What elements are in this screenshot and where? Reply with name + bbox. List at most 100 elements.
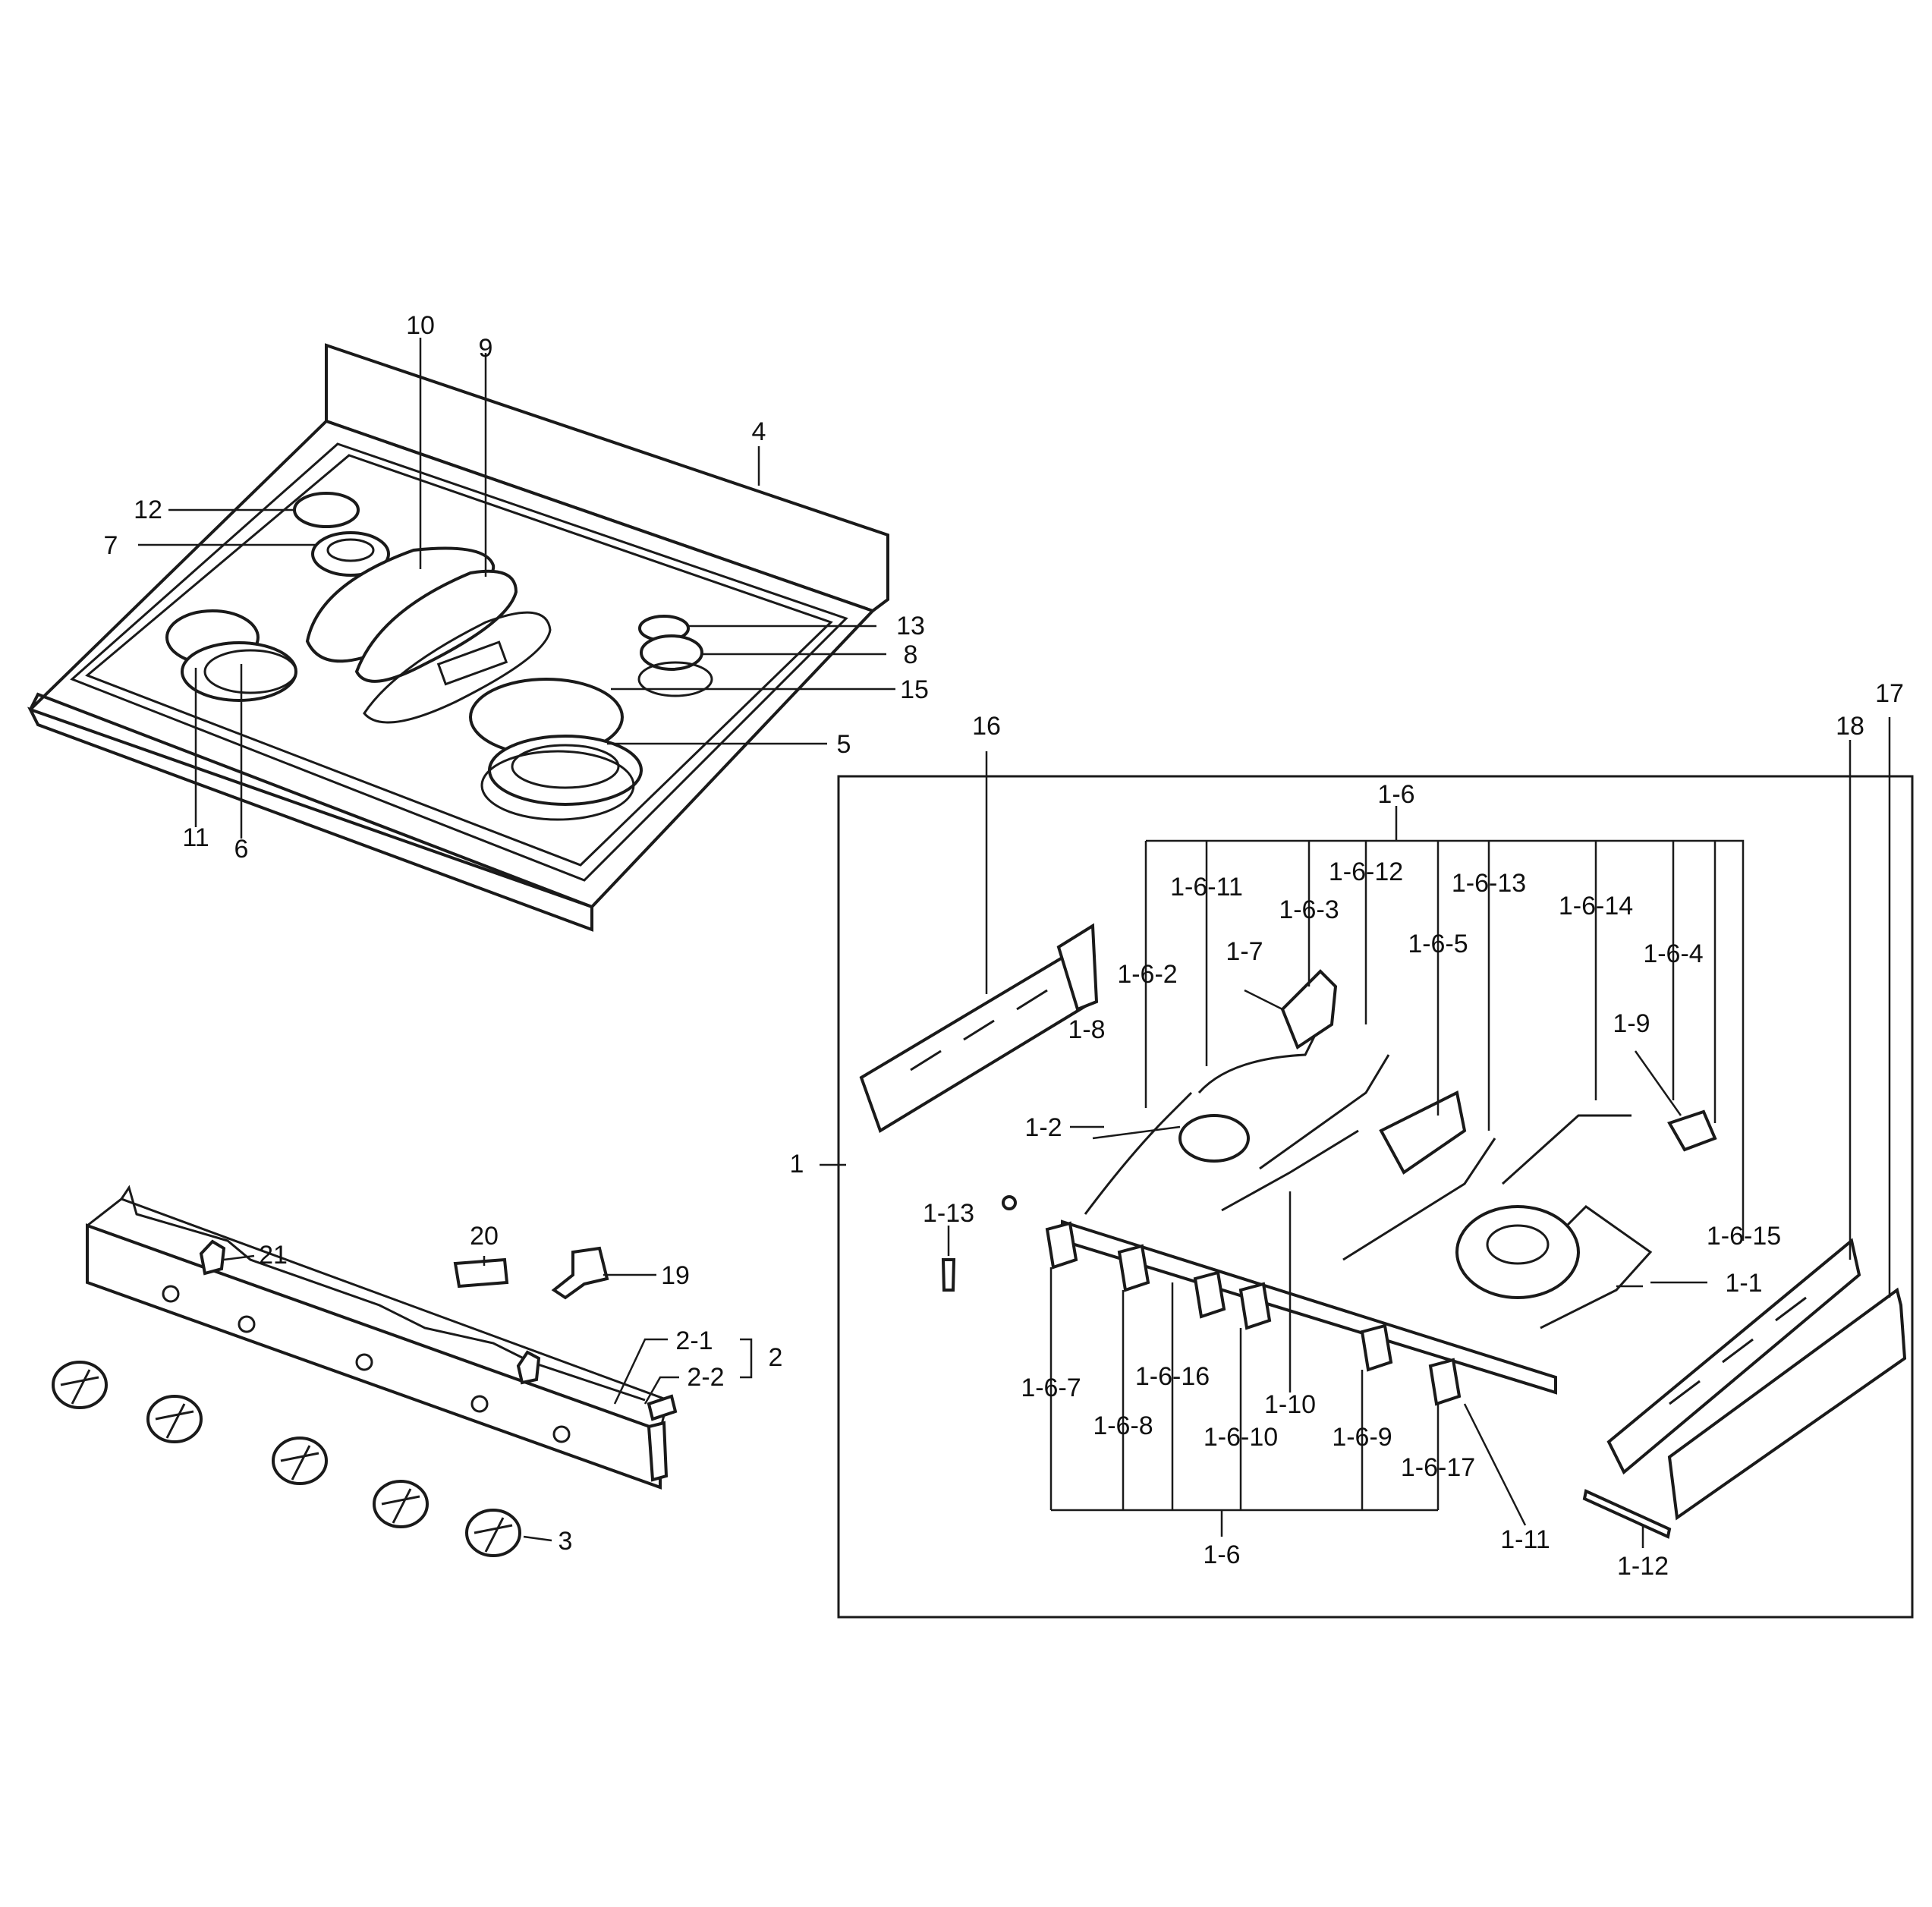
callout-1-6-4: 1-6-4	[1643, 939, 1703, 968]
panel-clip-21	[199, 1239, 226, 1276]
panel-end-cap	[647, 1421, 669, 1482]
center-oval-pad	[363, 611, 552, 724]
burner-bowl-5	[480, 750, 635, 821]
callout-12: 12	[134, 496, 162, 524]
panel-hole-5	[552, 1425, 571, 1443]
valve-1-6-8	[1117, 1244, 1150, 1292]
callout-2-2: 2-2	[687, 1363, 724, 1392]
callout-1-8: 1-8	[1068, 1015, 1105, 1044]
valve-1-6-9	[1360, 1323, 1393, 1372]
valve-1-6-17	[1428, 1358, 1462, 1406]
callout-6: 6	[234, 835, 249, 864]
callout-1-6-14: 1-6-14	[1559, 892, 1633, 920]
valve-1-6-16	[1193, 1270, 1226, 1319]
callout-2-1: 2-1	[675, 1326, 713, 1355]
valve-1-9	[1667, 1109, 1717, 1152]
panel-end-bracket-2-2	[647, 1394, 678, 1421]
callout-1-6-11: 1-6-11	[1170, 873, 1243, 902]
rear-bracket-16	[859, 946, 1095, 1133]
panel-hole-3	[355, 1353, 373, 1371]
callout-1-6-16: 1-6-16	[1135, 1362, 1210, 1391]
panel-hole-2	[238, 1315, 256, 1333]
callout-7: 7	[104, 531, 118, 560]
callout-1-7: 1-7	[1226, 937, 1263, 966]
cooktop-inner-rim	[70, 442, 848, 882]
valve-1-7	[1280, 969, 1338, 1050]
callout-9: 9	[479, 334, 493, 363]
burner-1-1	[1455, 1205, 1580, 1299]
pin-1-12	[1582, 1489, 1672, 1539]
callout-18: 18	[1836, 712, 1864, 741]
callout-1-9: 1-9	[1613, 1009, 1650, 1038]
callout-1-6-8: 1-6-8	[1093, 1411, 1153, 1440]
burner-head-8	[640, 634, 703, 671]
burner-tube-1-10	[1221, 1129, 1359, 1212]
callout-1-11: 1-11	[1500, 1525, 1550, 1554]
burner-base-1-8	[1178, 1114, 1250, 1163]
control-knob-4[interactable]	[373, 1480, 429, 1528]
callout-13: 13	[896, 612, 925, 640]
panel-clip	[516, 1350, 541, 1385]
callout-1-6-7: 1-6-7	[1021, 1374, 1081, 1402]
cooktop-assembly	[27, 343, 889, 932]
control-knob-1[interactable]	[52, 1361, 108, 1409]
callout-1-10: 1-10	[1264, 1390, 1316, 1419]
callout-1-12: 1-12	[1617, 1552, 1669, 1581]
gas-manifold-assembly	[859, 923, 1907, 1539]
spring-clip-20	[453, 1257, 509, 1289]
panel-hole-1	[162, 1285, 180, 1303]
burner-bowl-8	[637, 661, 713, 697]
side-rail-17	[1667, 1287, 1907, 1521]
callout-15: 15	[900, 675, 929, 704]
callout-19: 19	[661, 1261, 690, 1290]
control-panel-assembly	[52, 1185, 678, 1557]
burner-cap-12	[293, 492, 360, 528]
switch-bracket-19	[551, 1246, 609, 1300]
callout-20: 20	[470, 1222, 499, 1251]
burner-bowl-6	[203, 649, 297, 694]
burner-tube-1-6-11	[1197, 1031, 1318, 1094]
callout-5: 5	[837, 730, 851, 759]
side-bracket-18	[1606, 1238, 1861, 1475]
igniter-1-13	[941, 1258, 956, 1292]
callout-11: 11	[182, 823, 209, 852]
burner-tube-1-6-15	[1539, 1205, 1653, 1330]
callout-1-2: 1-2	[1024, 1113, 1062, 1142]
callout-1-1: 1-1	[1725, 1269, 1762, 1298]
rear-bracket-16-slots	[910, 989, 1048, 1072]
control-knob-2[interactable]	[146, 1395, 203, 1443]
side-bracket-18-slots	[1669, 1296, 1807, 1405]
callout-1-6-10: 1-6-10	[1204, 1423, 1278, 1452]
callout-1-6-12: 1-6-12	[1329, 858, 1403, 886]
callout-4: 4	[752, 417, 766, 446]
callout-1-6-17: 1-6-17	[1401, 1453, 1475, 1482]
callout-21: 21	[259, 1241, 288, 1270]
callout-1-13: 1-13	[923, 1199, 974, 1228]
rear-bracket-16-end	[1056, 923, 1099, 1012]
burner-1-1-inner	[1486, 1224, 1550, 1265]
cooktop-front-edge	[27, 706, 593, 932]
callout-16: 16	[972, 712, 1001, 741]
callout-2: 2	[769, 1343, 783, 1372]
oval-slot	[436, 640, 508, 686]
callout-8: 8	[904, 640, 918, 669]
callout-1-6-top: 1-6	[1377, 780, 1414, 809]
valve-1-6-5	[1379, 1090, 1467, 1175]
screw-1-2	[1002, 1195, 1017, 1210]
callout-1-6-2: 1-6-2	[1117, 960, 1177, 989]
burner-tube-1-6-14	[1501, 1114, 1632, 1185]
burner-head-7-ring	[326, 538, 375, 562]
control-knob-5[interactable]	[465, 1509, 521, 1557]
callout-1-6-13: 1-6-13	[1452, 869, 1526, 898]
burner-head-5-ring	[511, 744, 620, 789]
leader-lines	[138, 338, 1891, 1548]
burner-tube-1-6-13	[1342, 1138, 1496, 1261]
control-panel-front	[86, 1223, 662, 1490]
callout-1-6-bottom: 1-6	[1203, 1540, 1240, 1569]
backguard	[325, 343, 889, 613]
callout-labels: 10 9 4 12 7 13 8 15 5 11 6 20 21 19 2-1 …	[104, 311, 1904, 1581]
callout-1-6-9: 1-6-9	[1332, 1423, 1392, 1452]
callout-3: 3	[559, 1527, 573, 1556]
control-knob-3[interactable]	[272, 1437, 328, 1485]
